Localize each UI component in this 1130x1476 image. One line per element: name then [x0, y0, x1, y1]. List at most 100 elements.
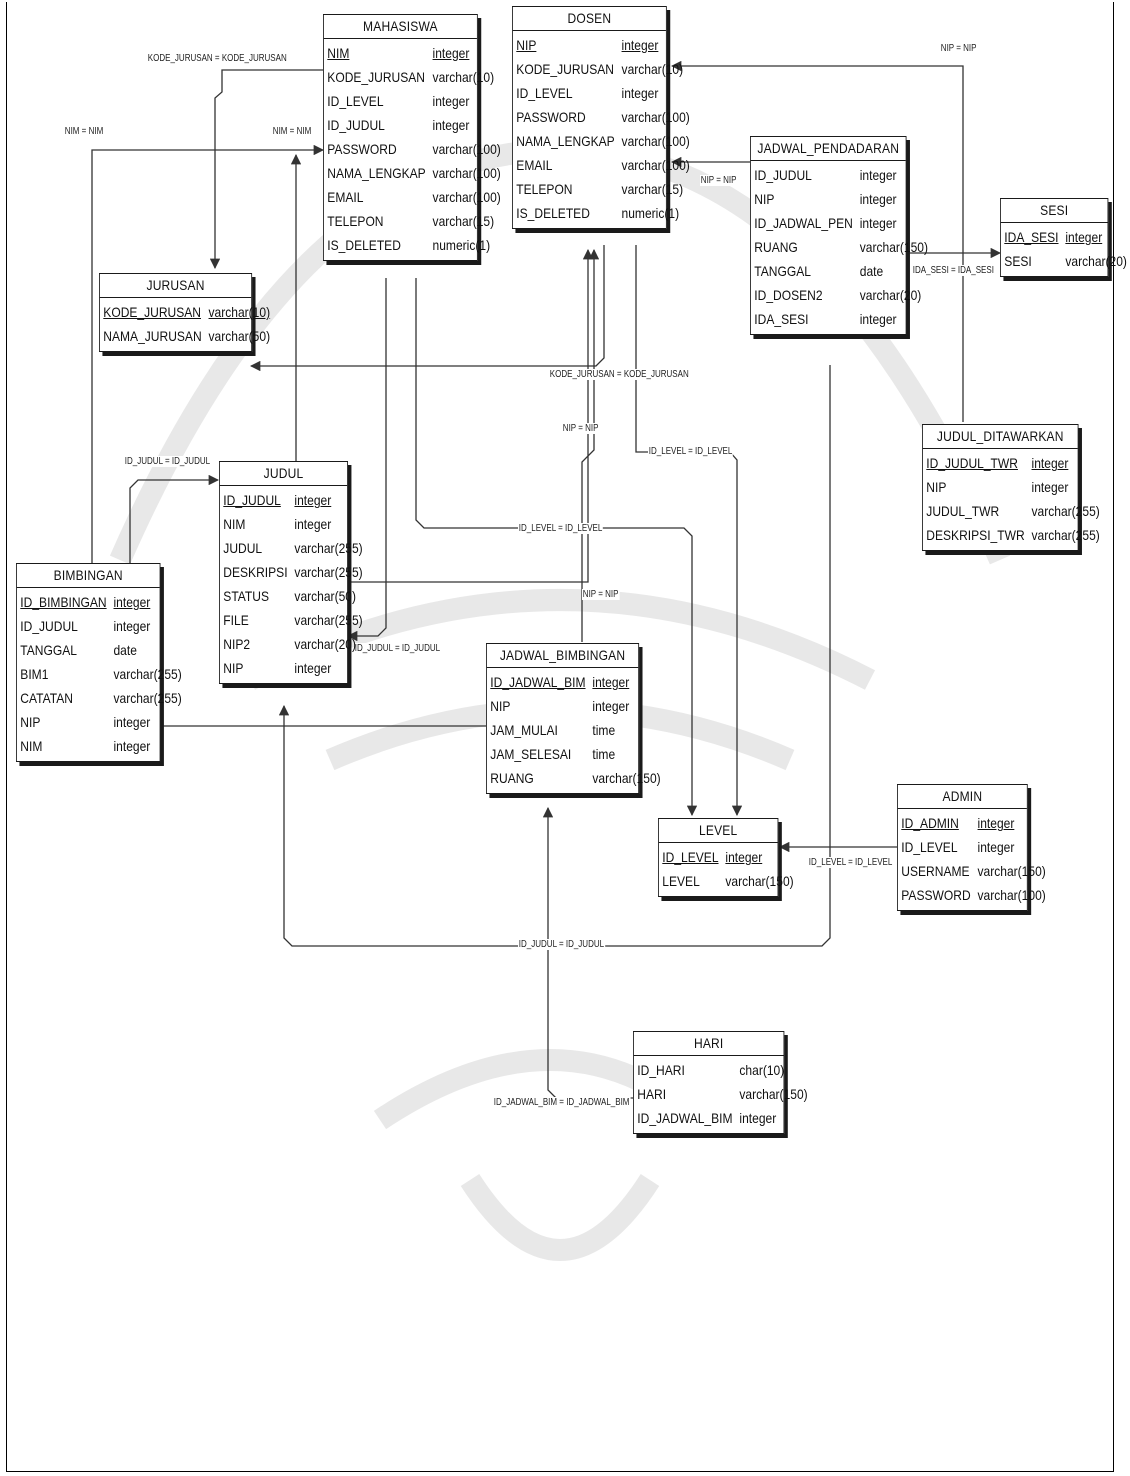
rel-label: NIP = NIP — [562, 423, 600, 434]
entity-title: DOSEN — [512, 7, 666, 31]
rel-label: ID_LEVEL = ID_LEVEL — [808, 857, 894, 868]
entity-title: JADWAL_PENDADARAN — [750, 137, 906, 161]
entity-title: BIMBINGAN — [16, 564, 160, 588]
rel-label: ID_JUDUL = ID_JUDUL — [518, 939, 605, 950]
rel-label: NIM = NIM — [272, 126, 313, 137]
rel-label: ID_JUDUL = ID_JUDUL — [124, 456, 211, 467]
rel-label: IDA_SESI = IDA_SESI — [912, 265, 995, 276]
rel-label: NIP = NIP — [700, 175, 738, 186]
diagram-frame — [6, 2, 1114, 1472]
rel-label: ID_JADWAL_BIM = ID_JADWAL_BIM — [493, 1097, 631, 1108]
rel-line-hari-jadwalbim — [542, 806, 633, 1099]
rel-label: ID_LEVEL = ID_LEVEL — [648, 446, 734, 457]
rel-line-bimbingan-mahasiswa — [91, 144, 325, 565]
entity-title: MAHASISWA — [323, 15, 477, 39]
rel-label: ID_JUDUL = ID_JUDUL — [354, 643, 441, 654]
rel-line-judul-ditawarkan-dosen — [670, 60, 964, 422]
entity-title: ADMIN — [897, 785, 1027, 809]
rel-line-judul-dosen — [346, 248, 594, 583]
entity-title: JADWAL_BIMBINGAN — [486, 644, 639, 668]
rel-label: NIP = NIP — [940, 43, 978, 54]
rel-label: NIM = NIM — [64, 126, 105, 137]
rel-line-dosen-jurusan — [249, 245, 605, 372]
rel-line-mahasiswa-jurusan — [209, 69, 323, 270]
rel-label: NIP = NIP — [582, 589, 620, 600]
rel-label: ID_LEVEL = ID_LEVEL — [518, 523, 604, 534]
rel-line-mahasiswa-judul — [346, 278, 387, 642]
rel-line-jadwalbim-dosen — [581, 248, 600, 642]
entity-title: HARI — [633, 1032, 784, 1056]
entity-title: JUDUL — [219, 462, 348, 486]
